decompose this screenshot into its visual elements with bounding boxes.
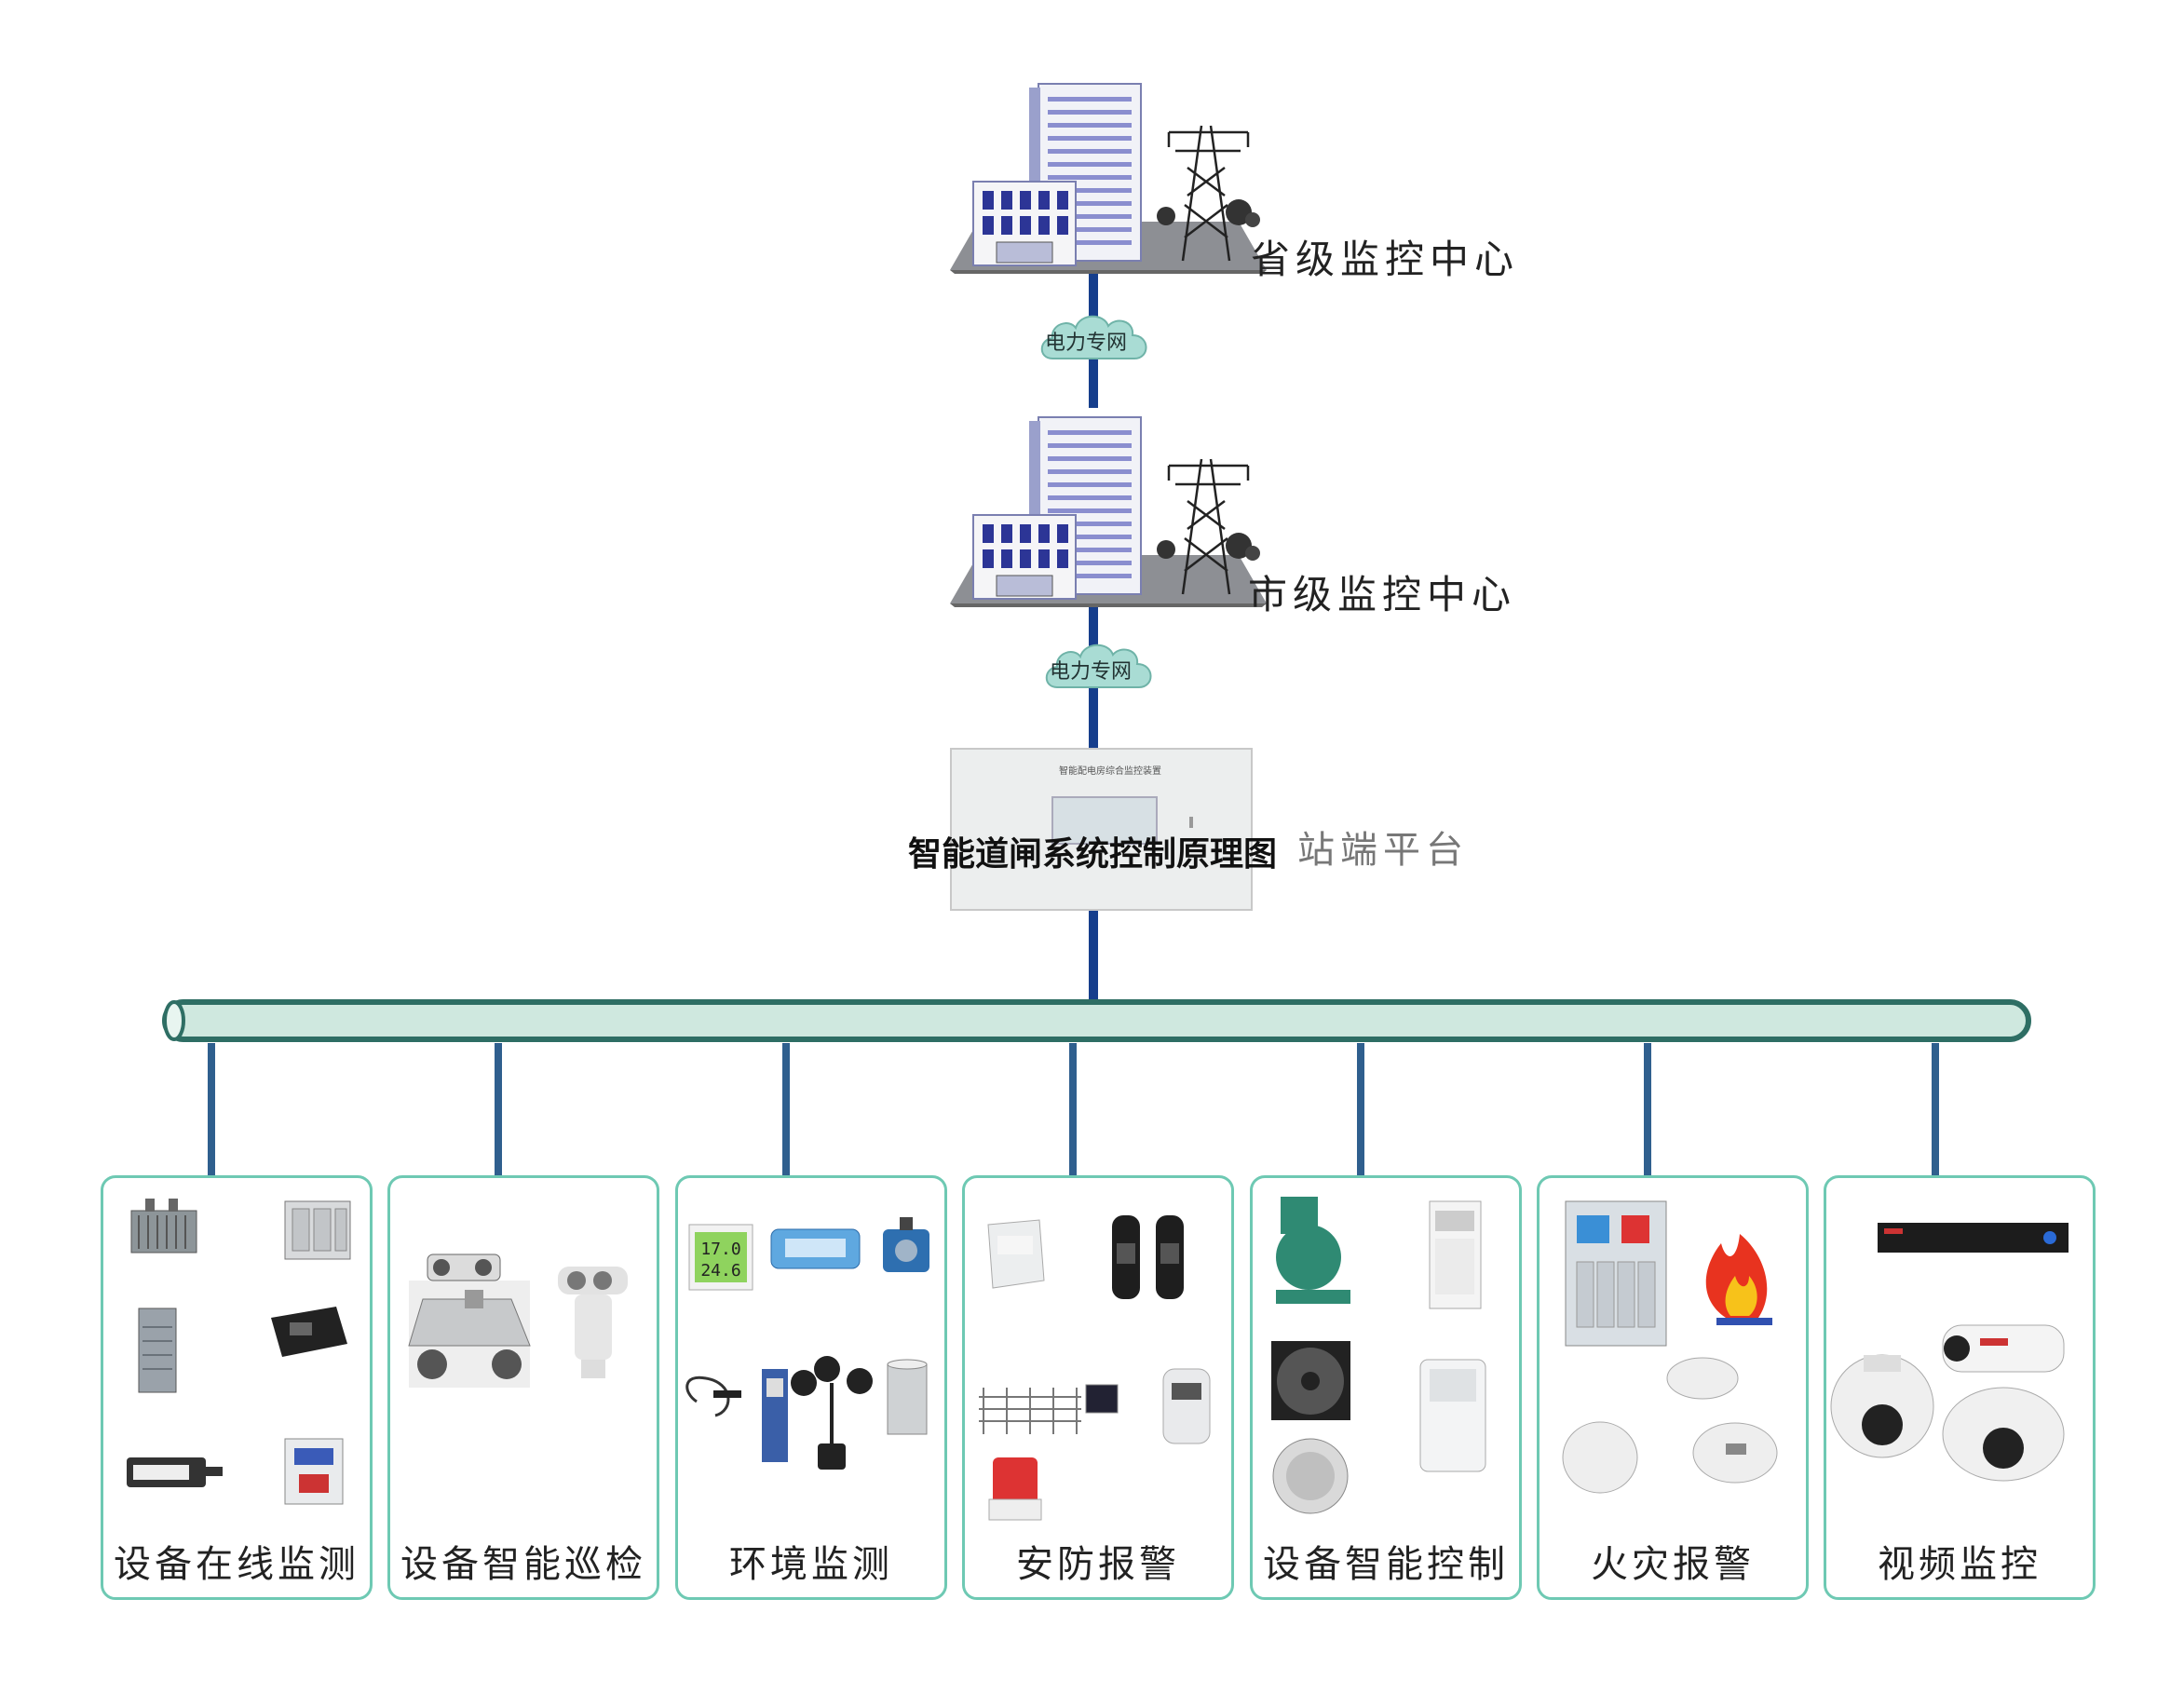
cloud-icon xyxy=(1045,644,1152,688)
subsystem-label: 设备智能控制 xyxy=(1263,1543,1509,1586)
city-center-node xyxy=(931,408,1285,608)
equipment-icons xyxy=(127,1199,351,1505)
province-center-node xyxy=(931,75,1285,275)
drop-line-4 xyxy=(1069,1043,1077,1175)
city-center-label: 市级监控中心 xyxy=(1248,572,1517,617)
subsystem-panel-fire-alarm: 火灾报警 xyxy=(1537,1175,1809,1600)
drop-line-2 xyxy=(495,1043,502,1175)
subsystem-label: 视频监控 xyxy=(1878,1543,2042,1586)
fire-device-icons xyxy=(1562,1200,1778,1494)
subsystem-panel-smart-control: 设备智能控制 xyxy=(1250,1175,1522,1600)
diagram-title: 智能道闸系统控制原理图 xyxy=(908,835,1278,874)
svg-text:24.6: 24.6 xyxy=(700,1261,740,1281)
subsystem-panel-online-monitoring: 设备在线监测 xyxy=(101,1175,373,1600)
device-screen xyxy=(1051,796,1158,845)
subsystem-panel-video-surveillance: 视频监控 xyxy=(1824,1175,2096,1600)
drop-line-7 xyxy=(1932,1043,1939,1175)
environment-sensor-icons: 17.0 24.6 xyxy=(685,1217,929,1470)
network-cloud-1: 电力专网 xyxy=(1034,307,1155,373)
subsystem-label: 安防报警 xyxy=(1016,1543,1180,1586)
subsystem-panel-security-alarm: 安防报警 xyxy=(962,1175,1234,1600)
subsystem-label: 设备在线监测 xyxy=(114,1543,359,1586)
camera-device-icons xyxy=(1830,1223,2069,1482)
transformer-icon xyxy=(130,1199,197,1254)
subsystem-label: 火灾报警 xyxy=(1591,1543,1755,1586)
drop-line-1 xyxy=(208,1043,215,1175)
province-center-label: 省级监控中心 xyxy=(1251,237,1520,282)
trunk-line-bottom xyxy=(1089,908,1098,1003)
building-with-power-tower-icon xyxy=(950,83,1267,274)
drop-line-5 xyxy=(1357,1043,1364,1175)
station-label: 站端平台 xyxy=(1297,829,1469,872)
fire-icon xyxy=(1705,1234,1772,1325)
svg-text:17.0: 17.0 xyxy=(700,1240,740,1259)
device-indicator xyxy=(1189,817,1193,828)
data-bus xyxy=(162,999,2031,1042)
subsystem-label: 环境监测 xyxy=(729,1543,893,1586)
inspection-robot-icons xyxy=(408,1254,628,1388)
subsystem-panel-smart-inspection: 设备智能巡检 xyxy=(387,1175,659,1600)
building-with-power-tower-icon xyxy=(950,416,1267,607)
device-header: 智能配电房综合监控装置 xyxy=(1059,766,1161,777)
control-device-icons xyxy=(1271,1197,1486,1514)
cloud-icon xyxy=(1040,315,1147,359)
security-device-icons xyxy=(979,1215,1211,1521)
network-label: 电力专网 xyxy=(1045,332,1128,355)
station-device: 智能配电房综合监控装置 xyxy=(950,748,1253,911)
drop-line-6 xyxy=(1644,1043,1651,1175)
subsystem-panel-environment: 17.0 24.6 环境监测 xyxy=(675,1175,947,1600)
network-label: 电力专网 xyxy=(1050,660,1133,684)
subsystem-label: 设备智能巡检 xyxy=(400,1543,646,1586)
drop-line-3 xyxy=(782,1043,790,1175)
network-cloud-2: 电力专网 xyxy=(1038,636,1160,701)
